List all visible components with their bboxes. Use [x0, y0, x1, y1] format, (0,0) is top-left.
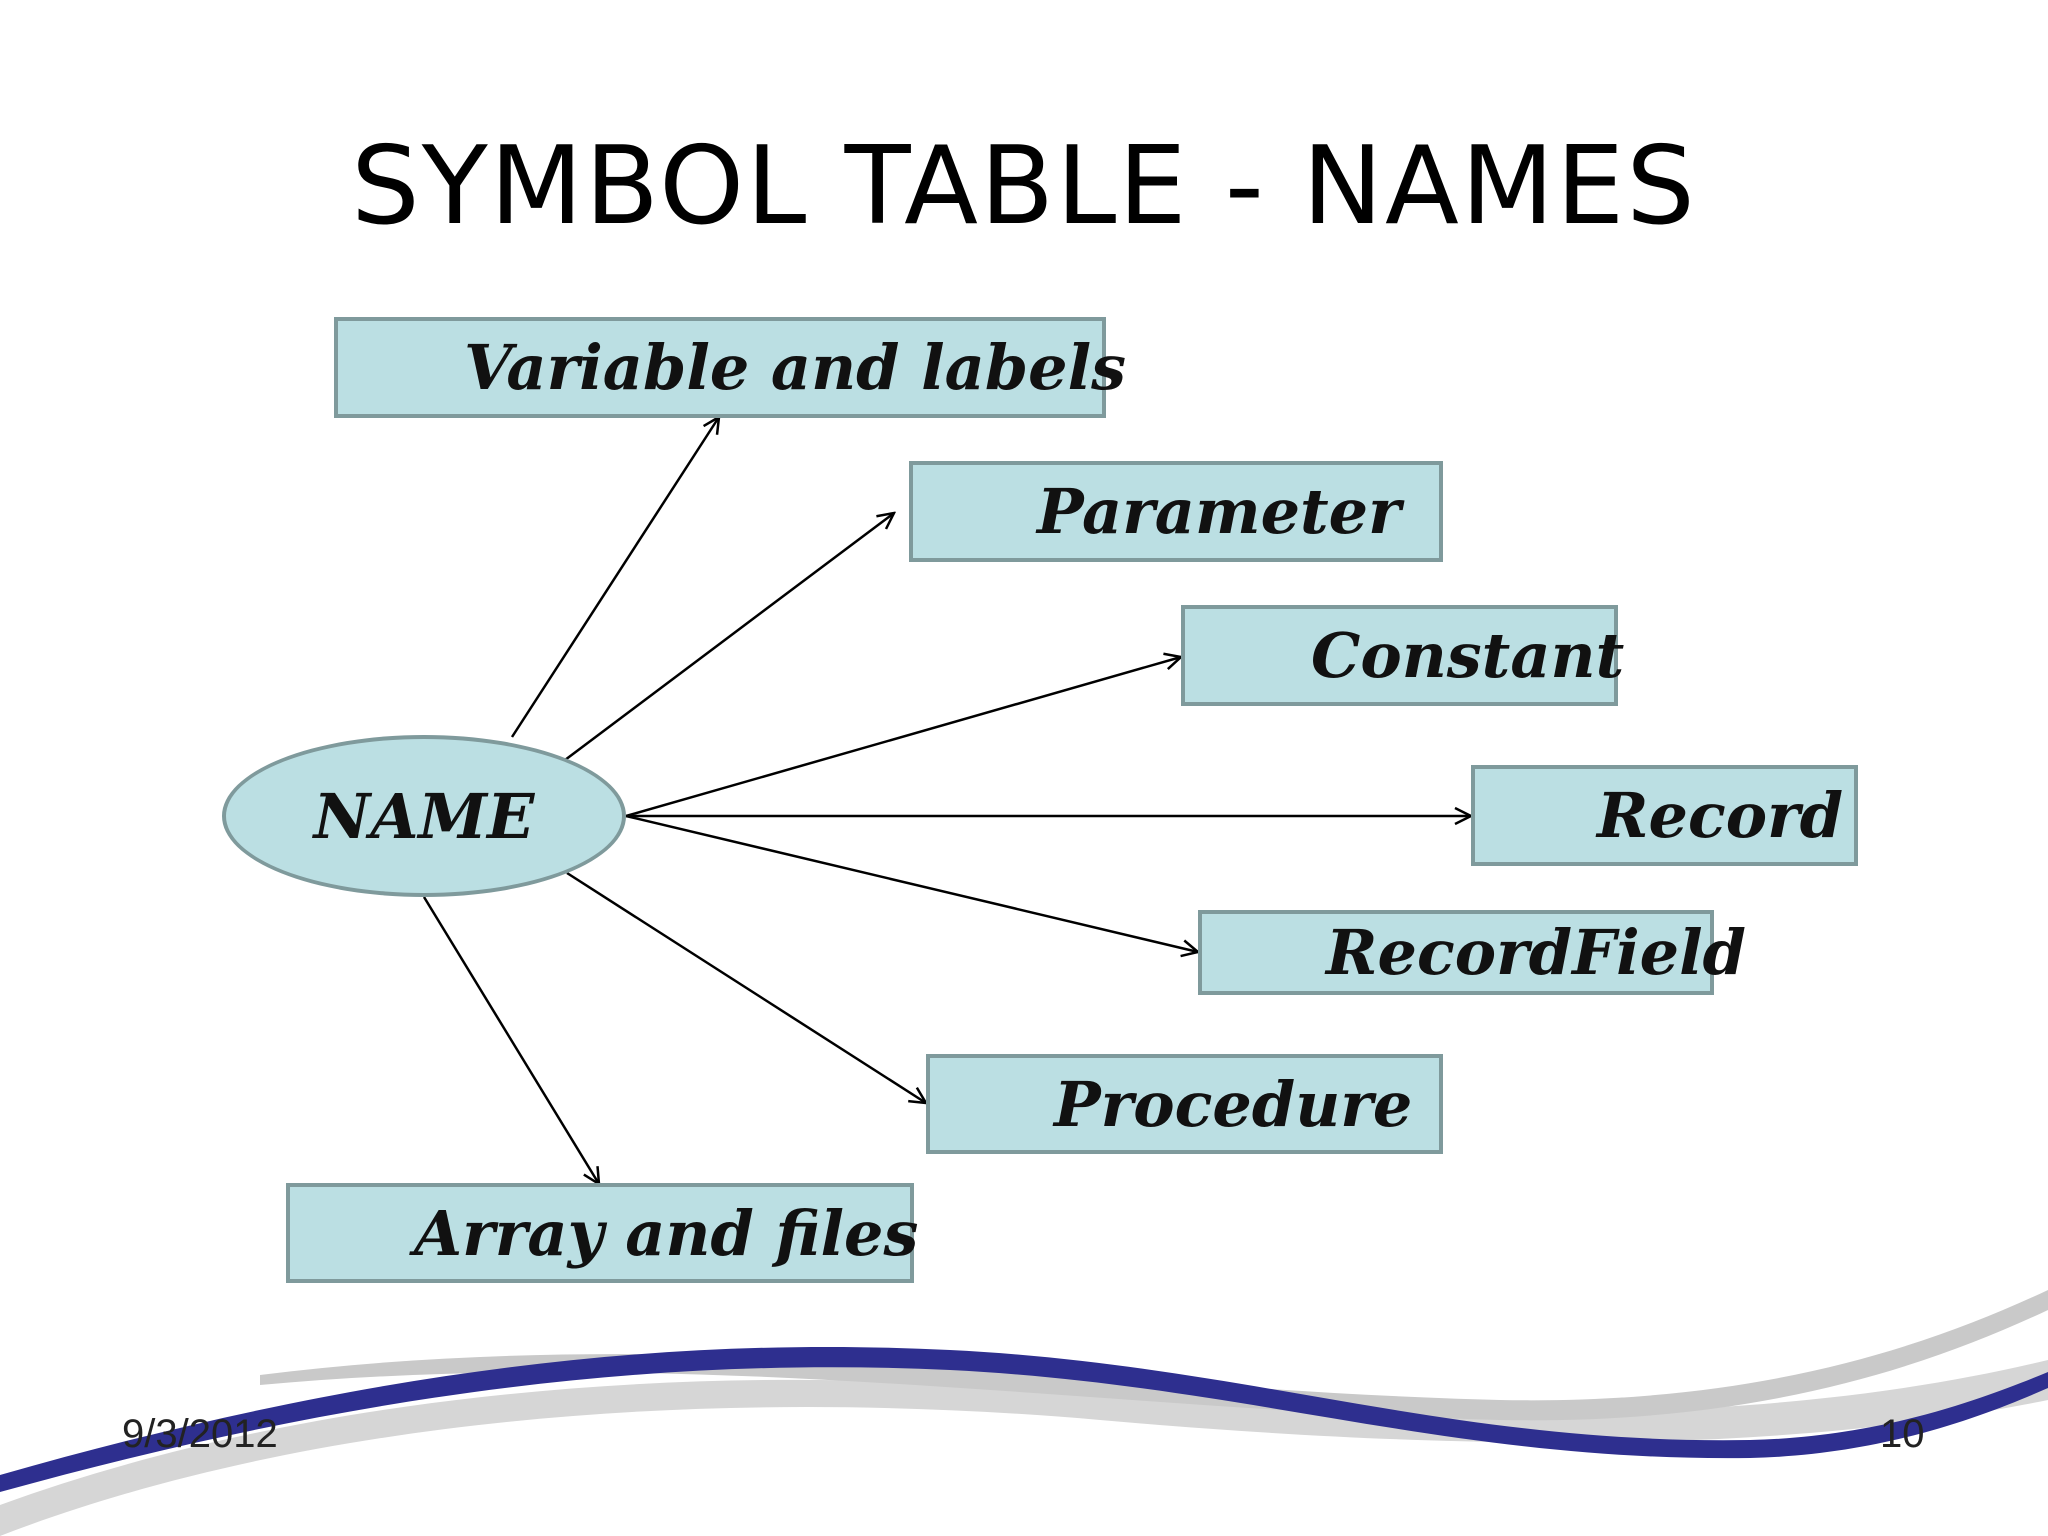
node-label: Constant	[1311, 619, 1625, 692]
node-label: Array and files	[414, 1196, 919, 1270]
node-label: Variable and labels	[464, 331, 1127, 404]
node-procedure: Procedure	[926, 1054, 1443, 1154]
node-variable-and-labels: Variable and labels	[334, 317, 1126, 418]
arrow-to-parameter	[564, 513, 894, 761]
node-label: RecordField	[1326, 916, 1747, 989]
arrow-to-procedure	[566, 871, 926, 1103]
node-record-field: RecordField	[1198, 910, 1746, 995]
slide-page-number: 10	[1880, 1412, 1925, 1456]
node-name-label: NAME	[313, 779, 535, 853]
slide-date: 9/3/2012	[122, 1412, 278, 1456]
node-parameter: Parameter	[909, 461, 1443, 562]
arrow-to-variable-and-labels	[510, 417, 719, 738]
node-label: Parameter	[1037, 475, 1401, 548]
wave-gray-upper	[260, 1290, 2048, 1421]
node-name: NAME	[222, 735, 626, 897]
arrow-to-record-field	[625, 814, 1198, 952]
node-record: Record	[1471, 765, 1858, 866]
node-label: Procedure	[1054, 1067, 1413, 1141]
slide-title: SYMBOL TABLE - NAMES	[351, 124, 1697, 249]
node-array-and-files: Array and files	[286, 1183, 918, 1283]
node-label: Record	[1597, 779, 1844, 852]
wave-blue	[0, 1346, 2048, 1492]
node-constant: Constant	[1181, 605, 1624, 706]
arrow-to-array-and-files	[422, 896, 599, 1184]
arrow-to-constant	[625, 657, 1181, 818]
wave-gray-lower	[0, 1360, 2048, 1536]
